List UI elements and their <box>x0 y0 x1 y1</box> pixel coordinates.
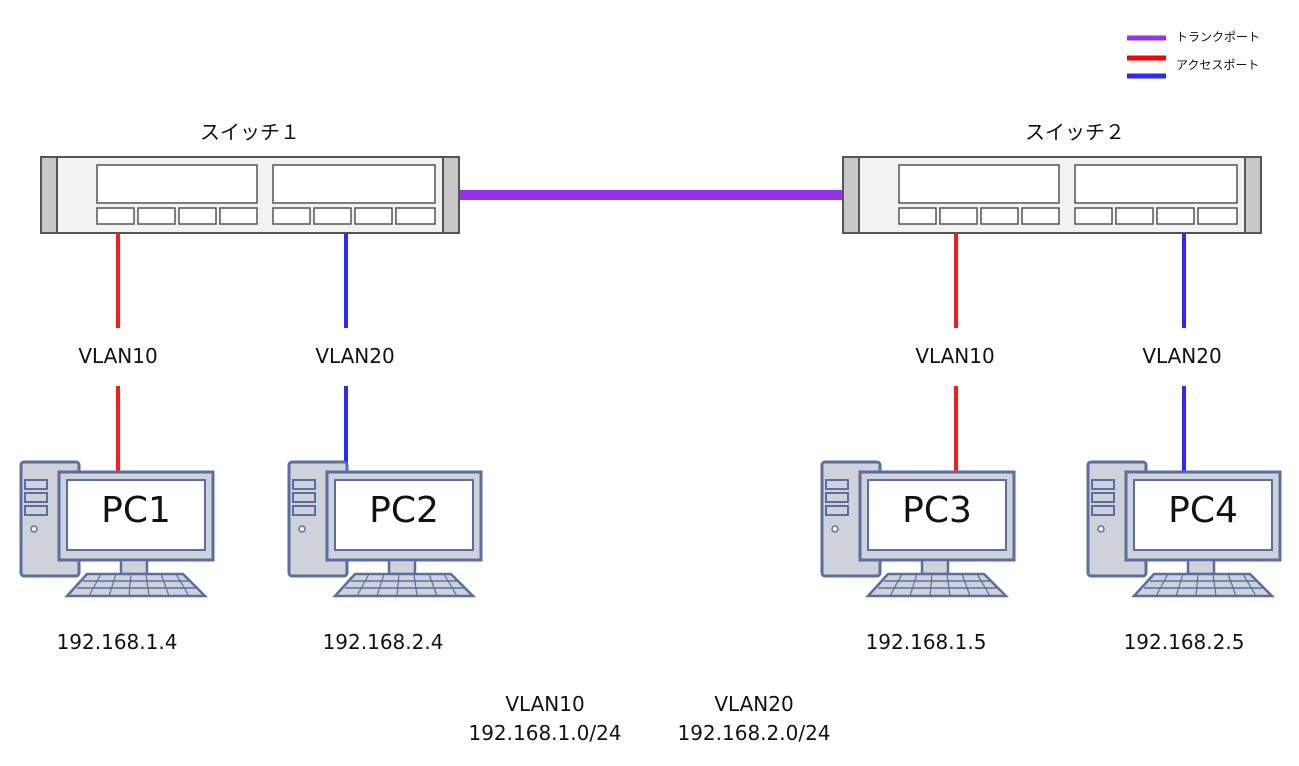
port-vlan-label-pc1: VLAN10 <box>78 344 158 368</box>
pc2-name: PC2 <box>369 490 439 531</box>
network-vlan20-subnet: 192.168.2.0/24 <box>677 721 831 745</box>
pc2-ip: 192.168.2.4 <box>322 630 444 654</box>
network-vlan20-name: VLAN20 <box>714 692 794 716</box>
switch-1-name: スイッチ１ <box>200 120 300 144</box>
network-vlan10-subnet: 192.168.1.0/24 <box>468 721 622 745</box>
pc3-ip: 192.168.1.5 <box>865 630 987 654</box>
network-vlan10-name: VLAN10 <box>505 692 585 716</box>
switch-1-icon <box>40 156 460 234</box>
pc1-ip: 192.168.1.4 <box>56 630 178 654</box>
network-vlan20: VLAN20 192.168.2.0/24 <box>664 690 844 748</box>
port-vlan-label-pc4: VLAN20 <box>1142 344 1222 368</box>
network-vlan10: VLAN10 192.168.1.0/24 <box>455 690 635 748</box>
pc1-name: PC1 <box>101 490 171 531</box>
port-vlan-label-pc2: VLAN20 <box>315 344 395 368</box>
pc4-name: PC4 <box>1168 490 1238 531</box>
legend-trunk-label: トランクポート <box>1176 30 1261 44</box>
switch-2-name: スイッチ２ <box>1025 120 1125 144</box>
port-vlan-label-pc3: VLAN10 <box>915 344 995 368</box>
switch-2-icon <box>842 156 1262 234</box>
pc4-ip: 192.168.2.5 <box>1123 630 1245 654</box>
pc3-name: PC3 <box>902 490 972 531</box>
legend-access-label: アクセスポート <box>1176 58 1260 72</box>
